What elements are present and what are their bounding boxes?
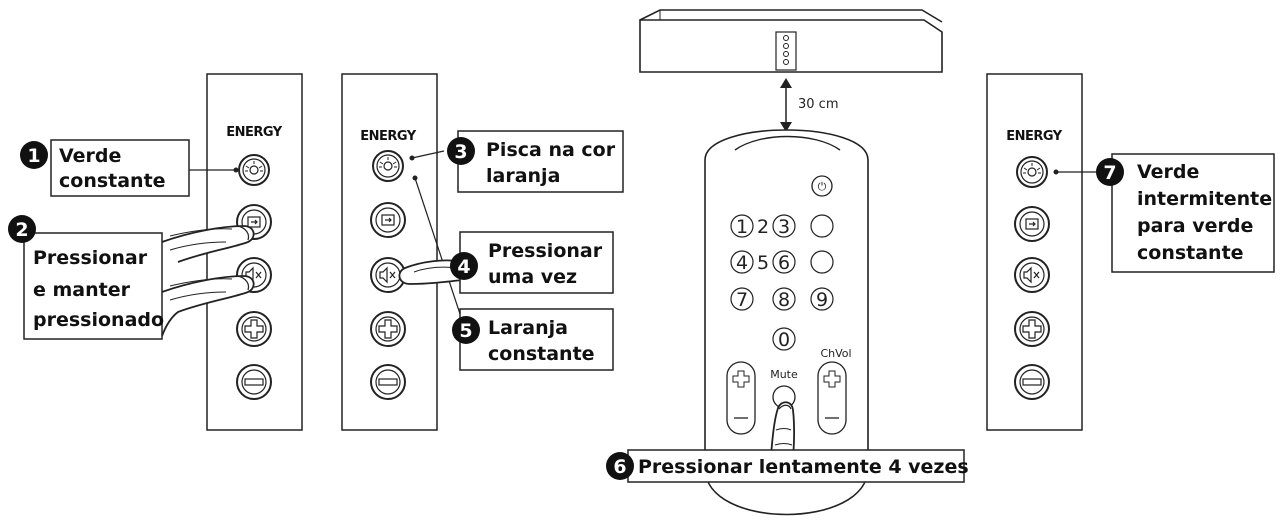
step-6-callout: 6 Pressionar lentamente 4 vezes: [606, 449, 969, 483]
svg-text:3: 3: [778, 216, 790, 238]
key-7[interactable]: 7: [730, 287, 754, 311]
finger-icon: [161, 225, 255, 263]
step-1-callout: 1 Verde constante: [20, 139, 239, 197]
volume-up-button[interactable]: [1014, 311, 1050, 347]
soundbar-panel-1: ENERGY: [206, 73, 303, 431]
light-icon: [372, 150, 404, 182]
remote-volume-rocker[interactable]: [726, 361, 756, 435]
step-5-line2: constante: [488, 343, 595, 365]
key-3[interactable]: 3: [772, 214, 796, 238]
input-button[interactable]: [1014, 206, 1050, 242]
step-6-line1: Pressionar lentamente 4 vezes: [638, 456, 969, 478]
volume-down-button[interactable]: [1014, 364, 1050, 400]
key-6[interactable]: 6: [772, 250, 796, 274]
light-icon: [1016, 156, 1048, 188]
blank-key[interactable]: [810, 214, 834, 238]
step-3-line1: Pisca na cor: [486, 139, 616, 161]
plus-icon: [732, 370, 750, 388]
distance-indicator: 30 cm: [780, 78, 839, 132]
svg-text:1: 1: [736, 216, 748, 238]
brand-logo: ENERGY: [226, 125, 283, 140]
step-6-number: 6: [613, 456, 626, 478]
step-1-line1: Verde: [59, 145, 121, 167]
step-3-number: 3: [454, 141, 467, 163]
key-9[interactable]: 9: [810, 287, 834, 311]
key-5[interactable]: 5: [757, 252, 769, 274]
brand-logo: ENERGY: [360, 129, 417, 144]
key-0[interactable]: 0: [772, 327, 796, 351]
step-5-line1: Laranja: [488, 317, 568, 339]
step-4-line1: Pressionar: [488, 240, 603, 262]
key-8[interactable]: 8: [772, 287, 796, 311]
step-5-callout: 5 Laranja constante: [452, 308, 614, 371]
step-1-line2: constante: [59, 170, 166, 192]
power-icon: ⏻: [818, 180, 827, 193]
step-3-line2: laranja: [486, 165, 560, 187]
soundbar-device: [639, 9, 943, 73]
svg-text:0: 0: [778, 329, 790, 351]
finger-icon: [161, 275, 255, 337]
input-button[interactable]: [370, 202, 406, 238]
step-2-number: 2: [15, 219, 28, 241]
distance-label: 30 cm: [798, 97, 839, 112]
mute-label: Mute: [770, 368, 798, 381]
volume-down-button[interactable]: [370, 364, 406, 400]
remote-control: ⏻ 1 2 3 4 5 6 7 8 9 0 ChVol Mute: [704, 129, 869, 516]
step-7-number: 7: [1103, 162, 1116, 184]
power-button[interactable]: [811, 175, 833, 197]
light-icon: [238, 154, 270, 186]
mute-button[interactable]: [1014, 257, 1050, 293]
key-2[interactable]: 2: [757, 216, 769, 238]
svg-text:2: 2: [757, 216, 769, 238]
plus-icon: [823, 370, 841, 388]
step-7-callout: 7 Verde intermitente para verde constant…: [1096, 153, 1275, 273]
brand-logo: ENERGY: [1006, 129, 1063, 144]
volume-up-button[interactable]: [236, 311, 272, 347]
svg-text:5: 5: [757, 252, 769, 274]
step-4-line2: uma vez: [488, 266, 577, 288]
step-2-callout: 2 Pressionar e manter pressionado: [8, 215, 164, 340]
svg-text:9: 9: [816, 289, 828, 311]
volume-down-button[interactable]: [236, 364, 272, 400]
step-2-line2: e manter: [33, 279, 131, 301]
step-7-line4: constante: [1137, 242, 1244, 264]
step-5-number: 5: [459, 320, 472, 342]
step-3-callout: 3 Pisca na cor laranja: [447, 130, 624, 193]
blank-key[interactable]: [810, 250, 834, 274]
chvol-label: ChVol: [820, 347, 851, 360]
step-4-callout: 4 Pressionar uma vez: [450, 231, 614, 294]
svg-text:6: 6: [778, 252, 790, 274]
step-2-line3: pressionado: [33, 309, 164, 331]
step-1-number: 1: [27, 145, 40, 167]
soundbar-panel-3: ENERGY: [986, 73, 1083, 431]
step-7-line1: Verde: [1137, 161, 1199, 183]
volume-up-button[interactable]: [370, 311, 406, 347]
step-4-number: 4: [457, 256, 470, 278]
svg-text:4: 4: [736, 252, 748, 274]
key-1[interactable]: 1: [730, 214, 754, 238]
soundbar-panel-2: ENERGY: [341, 73, 438, 431]
svg-text:8: 8: [778, 289, 790, 311]
remote-chvol-rocker[interactable]: [817, 361, 847, 435]
key-4[interactable]: 4: [730, 250, 754, 274]
svg-text:7: 7: [736, 289, 748, 311]
step-2-line1: Pressionar: [33, 247, 148, 269]
step-7-line2: intermitente: [1137, 188, 1272, 210]
step-7-line3: para verde: [1137, 215, 1253, 237]
